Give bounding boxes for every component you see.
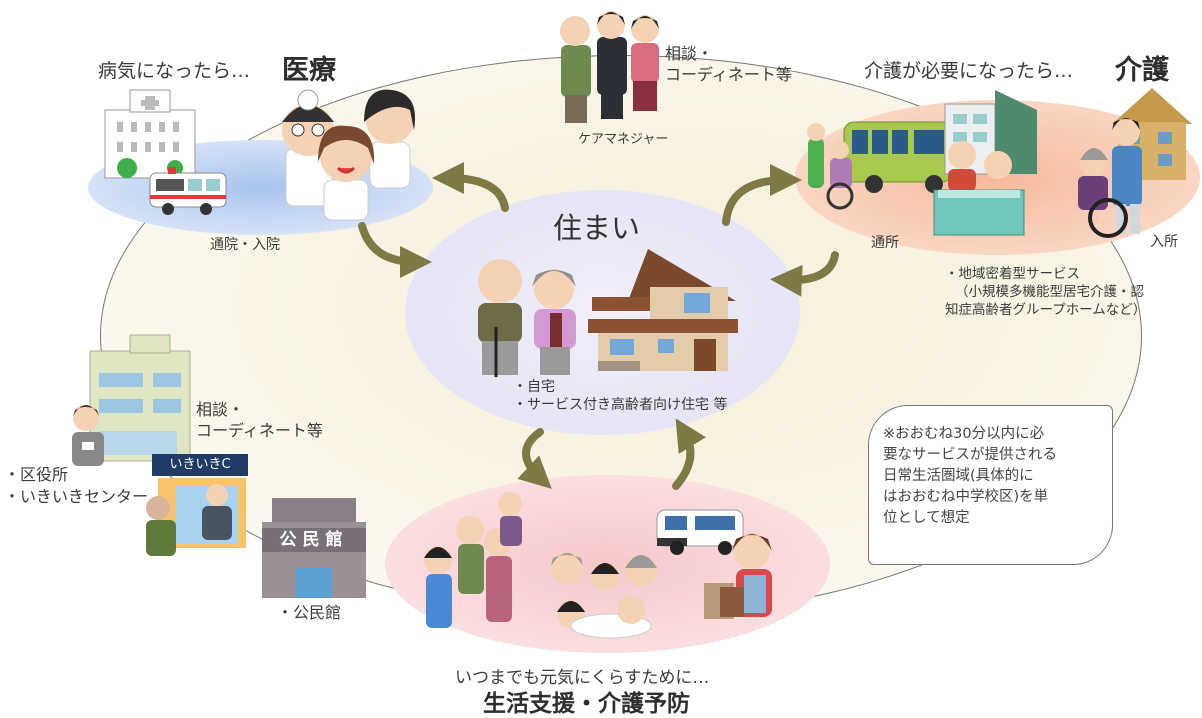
doctors-nurse-icon [282,89,416,221]
day-service-bus-icon [807,121,953,210]
housing-item-own-home: ・自宅 [513,379,555,395]
life-support-lead-text: いつまでも元気にくらすために… [455,668,710,688]
ambulance-icon [149,167,227,215]
bathing-care-icon [933,141,1025,236]
housing-title: 住まい [553,211,641,245]
housing-item-serviced-housing: ・サービス付き高齢者向け住宅 等 [513,397,728,413]
elderly-couple-icon [478,259,576,377]
arrow-home-to-life [517,428,552,489]
ward-item-ikiiki-center: ・いきいきセンター [4,487,149,506]
van-icon [656,509,744,555]
arrow-home-to-medical [432,162,509,212]
note-line-1: ※おおむね30分以内に必 [883,426,1045,442]
hospital-icon [104,89,196,179]
ward-item-ward-office: ・区役所 [4,465,69,484]
community-hall-sign: 公民館 [262,528,366,552]
medical-lead-text: 病気になったら… [98,60,251,82]
shopping-support-icon [704,533,772,619]
care-manager-group-icon [560,11,659,123]
wheelchair-caregiver-icon [1078,118,1142,238]
ward-consult-line2: コーディネート等 [196,421,323,440]
medical-title: 医療 [282,55,336,86]
salon-gathering-icon [551,552,657,639]
house-icon [588,249,738,371]
ikiiki-center-sign: いきいきC [152,454,248,476]
care-label-residential: 入所 [1150,234,1178,250]
exercise-group-icon [424,492,522,628]
ward-consult-line1: 相談・ [196,400,245,419]
note-line-4: はおおむね中学校区)を単 [883,489,1049,505]
ikiiki-center-counter-icon: いきいきC [146,454,252,560]
care-manager-caption: ケアマネジャー [578,132,669,147]
care-label-day-service: 通所 [871,235,899,251]
care-service-line3: 知症高齢者グループホームなど） [945,302,1147,318]
care-lead-text: 介護が必要になったら… [864,60,1074,82]
daily-life-area-note: ※おおむね30分以内に必 要なサービスが提供される 日常生活圏域(具体的に はお… [868,405,1113,565]
care-manager-consult-line1: 相談・ [665,44,714,63]
arrow-medical-to-home [358,222,432,278]
life-support-title: 生活支援・介護予防 [483,691,690,717]
ward-staff-icon [72,405,104,466]
community-hall-caption: ・公民館 [277,603,342,622]
arrow-life-to-home [672,418,707,490]
community-hall-icon: 公民館 [258,498,370,598]
ward-office-building-icon [89,334,191,462]
care-manager-consult-line2: コーディネート等 [665,65,792,84]
arrow-care-to-home [770,251,839,297]
housing-zone [405,190,800,435]
care-title: 介護 [1115,55,1169,86]
note-line-5: 位として想定 [883,510,970,526]
care-service-line2: （小規模多機能型居宅介護・認 [955,284,1144,300]
arrow-home-to-care [722,164,802,226]
medical-caption: 通院・入院 [210,237,280,253]
note-line-2: 要なサービスが提供される [883,447,1057,463]
care-service-line1: ・地域密着型サービス [945,266,1080,282]
note-line-3: 日常生活圏域(具体的に [883,468,1034,484]
